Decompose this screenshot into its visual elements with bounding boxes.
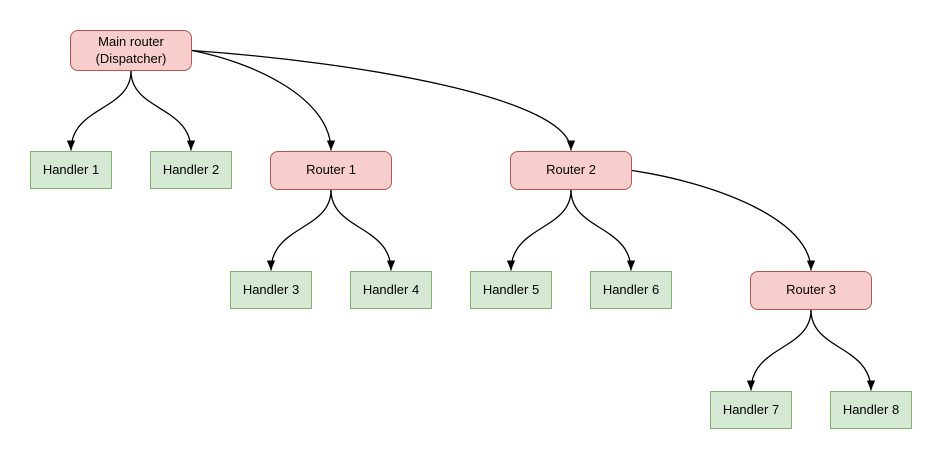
edge-main-router-to-router-2	[191, 49, 576, 151]
node-handler-1: Handler 1	[30, 151, 112, 189]
node-handler-2: Handler 2	[150, 151, 232, 189]
node-handler-6: Handler 6	[590, 271, 672, 309]
node-router-2: Router 2	[510, 151, 632, 190]
node-handler-8: Handler 8	[830, 391, 912, 429]
node-router-3: Router 3	[750, 271, 872, 310]
node-handler-4: Handler 4	[350, 271, 432, 309]
node-handler-7: Handler 7	[710, 391, 792, 429]
edge-router-3-to-handler-7	[746, 309, 812, 391]
edge-main-router-to-router-1	[191, 49, 336, 151]
node-main-router: Main router (Dispatcher)	[70, 30, 192, 71]
node-router-1: Router 1	[270, 151, 392, 190]
edge-router-2-to-handler-6	[570, 189, 636, 271]
edge-main-router-to-handler-1	[66, 70, 132, 151]
edge-router-1-to-handler-4	[330, 189, 396, 271]
node-handler-3: Handler 3	[230, 271, 312, 309]
node-handler-5: Handler 5	[470, 271, 552, 309]
edge-router-2-to-handler-5	[506, 189, 572, 271]
edge-router-2-to-router-3	[631, 169, 816, 271]
edge-router-1-to-handler-3	[266, 189, 332, 271]
edge-main-router-to-handler-2	[130, 70, 196, 151]
edge-router-3-to-handler-8	[810, 309, 876, 391]
